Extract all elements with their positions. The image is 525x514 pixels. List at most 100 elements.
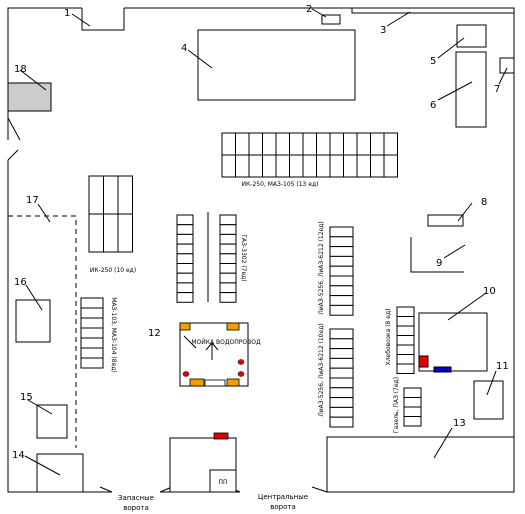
parking-slot (343, 154, 358, 178)
parking-slot (219, 292, 237, 303)
label-ik250: ИК-250 (10 ед) (90, 267, 136, 274)
label-col-small: Газель, ПАЗ (7ед) (393, 377, 400, 433)
parking-slot (176, 263, 194, 274)
parking-slot (329, 367, 354, 379)
callout-numbers: 1 2 3 4 5 6 7 8 9 10 11 12 13 14 15 16 1… (12, 4, 509, 461)
parking-slot (383, 132, 398, 156)
parking-slot (80, 327, 104, 339)
parking-slot (329, 406, 354, 418)
parking-slot (329, 246, 354, 257)
label-col-far-right: Хлебовозка (8 ед) (385, 309, 392, 366)
callout-18: 18 (14, 64, 27, 75)
parking-slot (219, 224, 237, 235)
arrow-up (205, 342, 219, 360)
parking-slot (329, 338, 354, 350)
object-11 (473, 380, 504, 420)
parking-slot (316, 154, 331, 178)
parking-slot (248, 154, 263, 178)
white-marker (204, 379, 226, 387)
label-ik-maz: ИК-250, МАЗ-105 (13 ед) (242, 181, 319, 188)
water-supply-label: МОЙКА ВОДОПРОВОД (191, 339, 261, 346)
parking-column-right-top (329, 226, 354, 316)
callout-4: 4 (181, 43, 187, 54)
red-marker-10 (418, 355, 429, 368)
parking-slot (176, 292, 194, 303)
parking-slot (262, 154, 277, 178)
parking-slot (176, 224, 194, 235)
parking-slot (176, 282, 194, 294)
parking-slot (329, 328, 354, 340)
red-marker (237, 371, 245, 377)
callout-15: 15 (20, 392, 33, 403)
parking-slot (343, 132, 358, 156)
parking-slot (117, 213, 133, 253)
parking-slot (176, 214, 194, 226)
parking-slot (275, 154, 290, 178)
parking-slot (356, 154, 371, 178)
blue-marker-10 (433, 366, 452, 373)
parking-slot (329, 226, 354, 238)
parking-slot (88, 175, 104, 215)
object-14 (36, 453, 84, 493)
callout-10: 10 (483, 286, 496, 297)
parking-slot (329, 387, 354, 399)
orange-marker (226, 378, 240, 387)
callout-8: 8 (481, 197, 487, 208)
parking-slot (221, 154, 236, 178)
parking-slot (329, 255, 354, 267)
parking-slot (383, 154, 398, 178)
parking-slot (219, 282, 237, 294)
parking-slot (289, 154, 304, 178)
parking-slot (80, 347, 104, 359)
label-col-left: МАЗ-103, МАЗ-104 (8ед) (110, 297, 117, 373)
parking-slot (329, 132, 344, 156)
parking-slot (396, 344, 415, 355)
parking-slot (403, 406, 422, 417)
object-8 (427, 214, 464, 227)
gate-central-label-2: ворота (270, 503, 296, 511)
parking-grid-ik-maz (221, 132, 398, 178)
parking-slot (356, 132, 371, 156)
parking-slot (396, 363, 415, 374)
callout-1: 1 (64, 8, 70, 19)
object-3 (351, 7, 515, 14)
object-4 (197, 29, 356, 101)
parking-grid-ik250 (88, 175, 133, 253)
parking-slot (329, 154, 344, 178)
parking-slot (396, 325, 415, 336)
orange-marker (226, 322, 240, 331)
parking-slot (88, 213, 104, 253)
parking-column-center-right (219, 214, 237, 303)
gate-central-label-1: Центральные (258, 493, 308, 501)
pp-label: ПП (218, 479, 227, 486)
orange-marker (179, 322, 191, 331)
parking-slot (103, 175, 119, 215)
callout-5: 5 (430, 56, 436, 67)
object-1 (81, 8, 125, 31)
parking-slot (329, 397, 354, 408)
label-col-right-top: ЛиАЗ-5256, ЛиАЗ-6212 (12ед) (318, 221, 325, 314)
parking-slot (403, 416, 422, 427)
parking-column-left (80, 297, 104, 369)
parking-slot (329, 236, 354, 248)
orange-marker (189, 378, 205, 387)
object-18 (7, 82, 52, 112)
parking-slot (329, 357, 354, 369)
parking-slot (329, 377, 354, 389)
object-12 (179, 322, 249, 387)
parking-slot (80, 307, 104, 319)
parking-column-center-left (176, 214, 194, 303)
red-marker (182, 371, 190, 377)
parking-slot (370, 132, 385, 156)
callout-16: 16 (14, 277, 27, 288)
parking-slot (302, 154, 317, 178)
red-marker (237, 359, 245, 365)
parking-slot (219, 263, 237, 274)
parking-slot (370, 154, 385, 178)
callout-9: 9 (436, 258, 442, 269)
parking-slot (329, 416, 354, 428)
parking-slot (219, 272, 237, 284)
parking-slot (221, 132, 236, 156)
parking-column-small (403, 387, 422, 427)
